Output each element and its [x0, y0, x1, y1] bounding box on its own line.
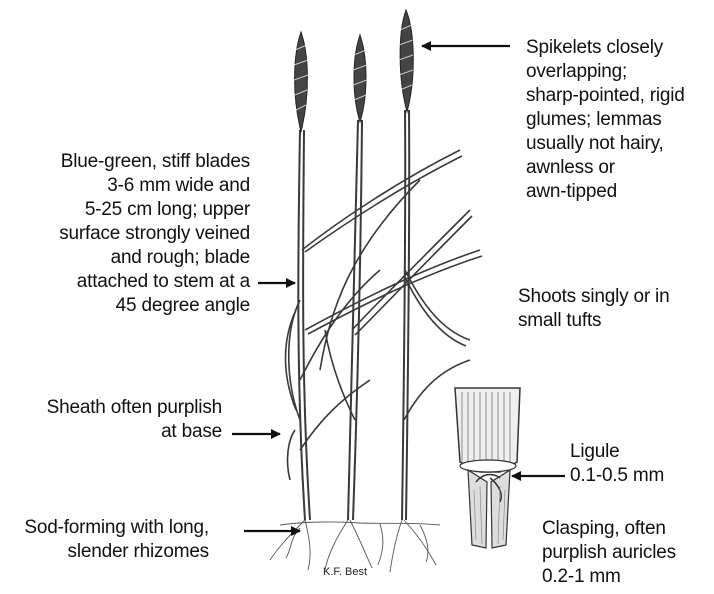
roots [270, 520, 440, 572]
shoots-label: Shoots singly or in small tufts [518, 285, 669, 333]
spikelets [295, 10, 414, 132]
stems [298, 110, 409, 520]
ligule-inset [455, 388, 520, 548]
illustrator-credit: K.F. Best [323, 566, 367, 578]
blades-label: Blue-green, stiff blades 3-6 mm wide and… [59, 150, 250, 318]
auricles-label: Clasping, often purplish auricles 0.2-1 … [542, 517, 676, 589]
sheath-label: Sheath often purplish at base [47, 396, 222, 444]
leaf-blades [286, 150, 483, 480]
sod-label: Sod-forming with long, slender rhizomes [24, 516, 209, 564]
spikelets-label: Spikelets closely overlapping; sharp-poi… [526, 36, 685, 204]
ligule-label: Ligule 0.1-0.5 mm [570, 440, 664, 488]
